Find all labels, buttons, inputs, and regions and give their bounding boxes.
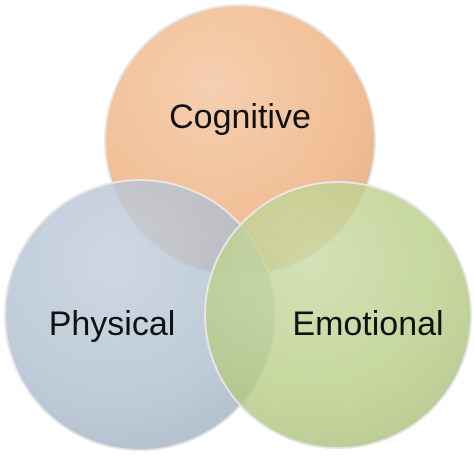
emotional-label: Emotional — [292, 305, 443, 343]
cognitive-label: Cognitive — [169, 98, 311, 136]
emotional-circle — [204, 181, 472, 449]
emotional-circle-gloss — [205, 182, 471, 448]
physical-label: Physical — [49, 305, 176, 343]
physical-circle-gloss — [5, 180, 275, 450]
physical-circle — [4, 179, 276, 451]
